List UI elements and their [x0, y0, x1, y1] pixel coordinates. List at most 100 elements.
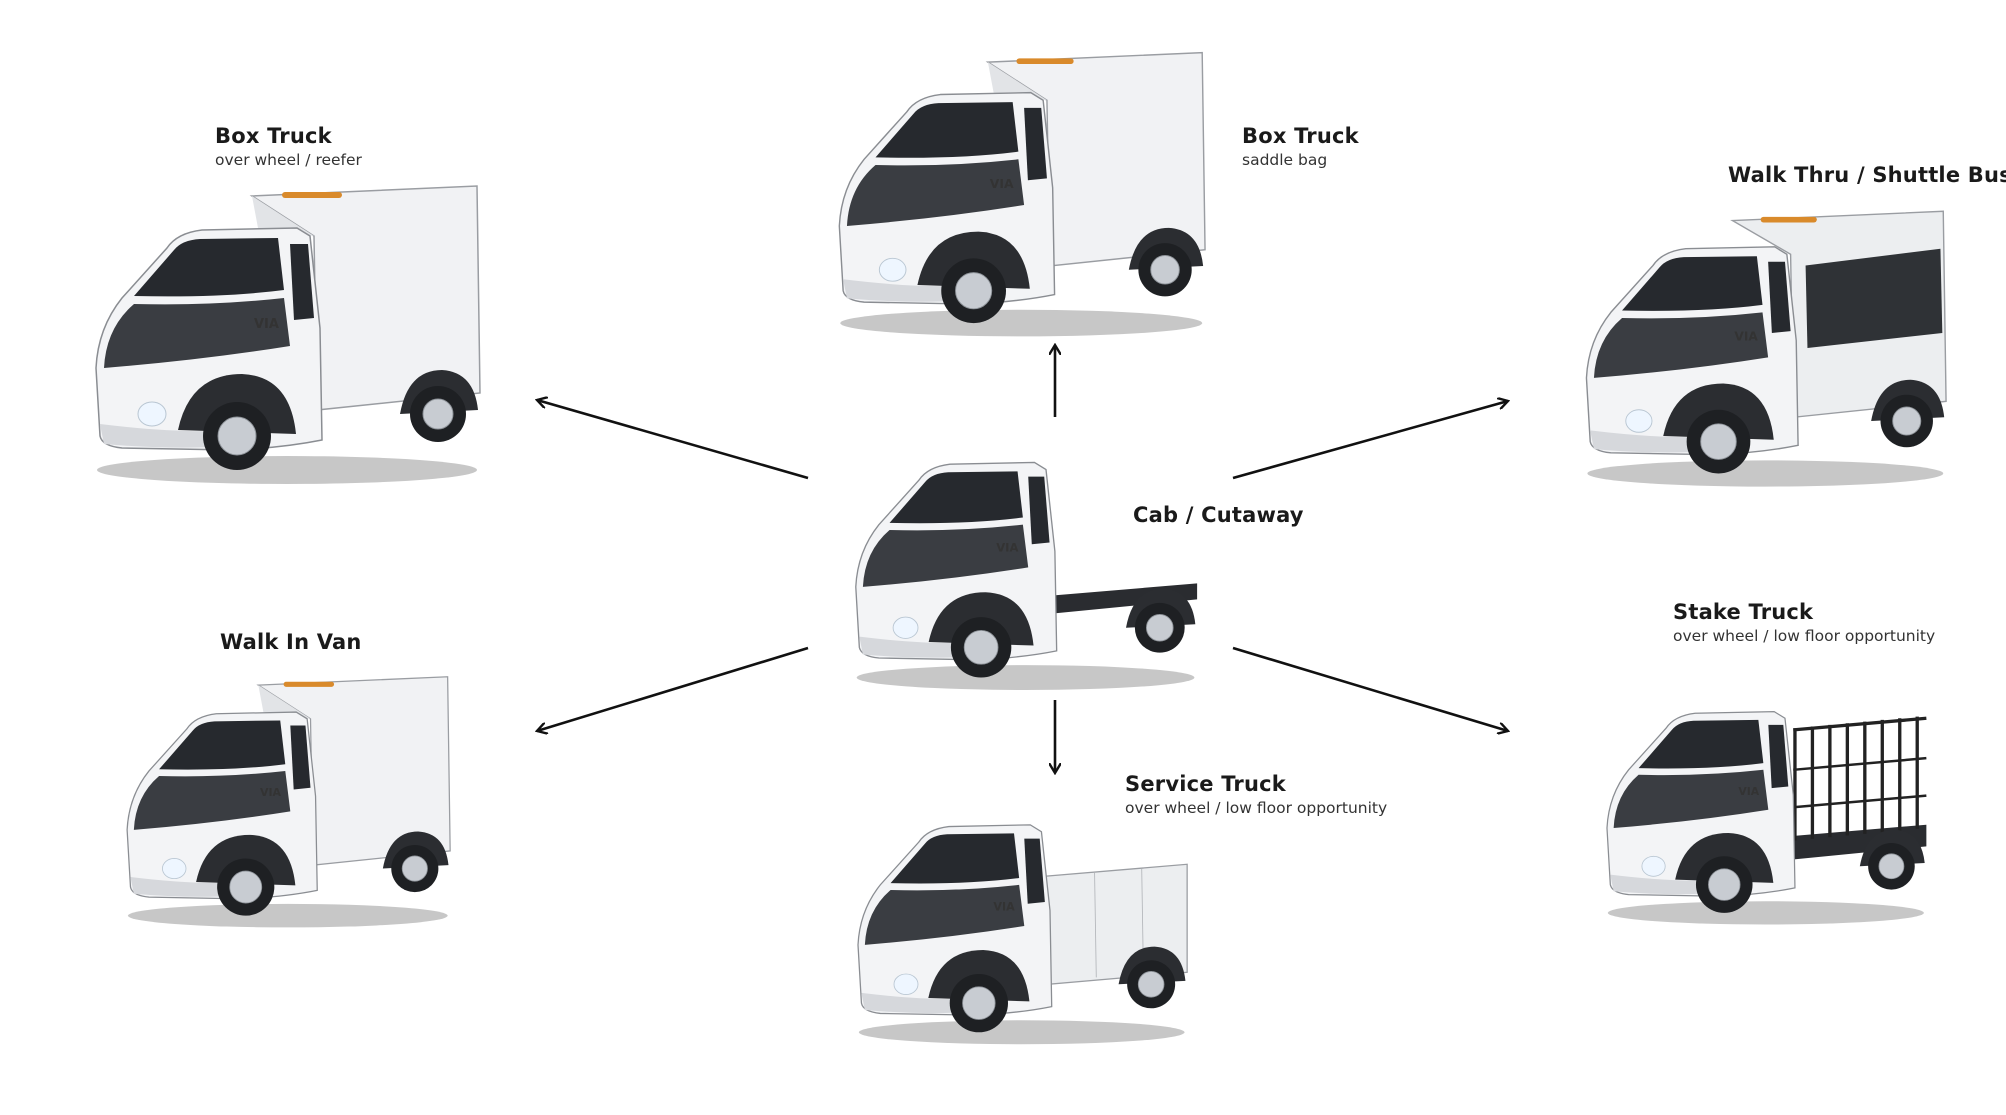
- box-side: [252, 196, 314, 236]
- label-title: Box Truck: [1242, 124, 1359, 148]
- vehicle-image-service: VIA: [857, 824, 1188, 1045]
- rear-hub: [1878, 853, 1905, 880]
- label-title: Walk In Van: [220, 630, 362, 654]
- vehicle-image-cab-cutaway: VIA: [855, 461, 1198, 690]
- front-bumper: [1610, 874, 1721, 895]
- side-window: [1024, 838, 1045, 904]
- stake-rail: [1793, 756, 1927, 772]
- front-bumper: [859, 636, 977, 658]
- front-hub: [1700, 423, 1737, 460]
- vehicle-image-walk-in-van: VIA: [126, 676, 451, 928]
- headlight: [893, 973, 919, 995]
- side-window: [290, 244, 314, 320]
- label-title: Box Truck: [215, 124, 332, 148]
- badge: VIA: [254, 317, 279, 332]
- label-box-saddle: Box Truck saddle bag: [1242, 124, 1359, 169]
- cargo-box: [249, 185, 481, 411]
- front-hub: [1708, 868, 1741, 901]
- label-title: Cab / Cutaway: [1133, 503, 1304, 527]
- front-hub: [955, 272, 993, 310]
- vehicle-image-stake: VIA: [1606, 710, 1927, 925]
- windshield: [134, 238, 284, 297]
- hood-panel: [104, 298, 290, 368]
- front-bumper: [100, 424, 232, 448]
- ground-shadow: [858, 1020, 1185, 1045]
- arrow-to-walk-thru: [1232, 401, 1508, 480]
- front-hub: [963, 629, 999, 665]
- badge: VIA: [990, 177, 1014, 191]
- windshield: [1622, 256, 1763, 311]
- label-title: Walk Thru / Shuttle Bus: [1728, 163, 2006, 187]
- stake-rail: [1793, 716, 1927, 732]
- shuttle-windows: [1805, 248, 1943, 348]
- front-bumper: [861, 992, 975, 1014]
- cargo-box: [985, 51, 1206, 267]
- label-cab-cutaway: Cab / Cutaway: [1133, 503, 1304, 527]
- side-window: [290, 725, 311, 790]
- front-bumper: [130, 876, 242, 897]
- box-side: [987, 62, 1047, 101]
- rear-hub: [1150, 255, 1180, 285]
- headlight: [878, 257, 907, 282]
- headlight: [892, 616, 919, 639]
- cargo-box: [256, 676, 451, 866]
- windshield: [159, 720, 286, 770]
- marker-lights: [1016, 58, 1074, 65]
- windshield: [875, 102, 1019, 158]
- marker-lights: [1760, 216, 1817, 223]
- ground-shadow: [127, 903, 448, 928]
- headlight: [162, 858, 187, 880]
- vehicle-image-box-saddle: VIA: [838, 51, 1206, 337]
- label-stake: Stake Truck over wheel / low floor oppor…: [1673, 600, 1935, 645]
- front-hub: [962, 986, 996, 1020]
- arrow-to-walk-in-van: [537, 646, 809, 731]
- ground-shadow: [1587, 460, 1944, 487]
- hood-panel: [864, 884, 1025, 945]
- ground-shadow: [856, 665, 1195, 690]
- hood-panel: [1613, 769, 1769, 829]
- label-subtitle: over wheel / low floor opportunity: [1125, 799, 1388, 817]
- ground-shadow: [97, 456, 477, 484]
- side-window: [1028, 476, 1050, 545]
- marker-lights: [283, 681, 335, 687]
- arrow-to-box-over-wheel: [537, 400, 809, 480]
- label-title: Stake Truck: [1673, 600, 1814, 624]
- side-window: [1024, 107, 1047, 181]
- badge: VIA: [260, 786, 282, 799]
- ground-shadow: [840, 309, 1203, 337]
- hood-panel: [1593, 312, 1769, 378]
- windshield: [889, 471, 1023, 524]
- hood-panel: [133, 770, 291, 830]
- front-hub: [229, 870, 263, 904]
- label-subtitle: over wheel / reefer: [215, 151, 362, 169]
- label-service: Service Truck over wheel / low floor opp…: [1125, 772, 1387, 817]
- badge: VIA: [996, 540, 1018, 554]
- side-window: [1768, 724, 1789, 789]
- front-bumper: [1590, 430, 1714, 453]
- label-walk-in-van: Walk In Van: [220, 630, 362, 654]
- headlight: [1625, 409, 1653, 433]
- badge: VIA: [1738, 785, 1759, 798]
- rear-hub: [1137, 970, 1165, 998]
- compartment-line: [1094, 872, 1097, 978]
- vehicle-image-box-over-wheel: VIA: [95, 185, 481, 484]
- rear-hub: [1892, 406, 1922, 436]
- label-subtitle: saddle bag: [1242, 151, 1328, 169]
- label-title: Service Truck: [1125, 772, 1286, 796]
- front-hub: [217, 416, 257, 456]
- headlight: [1641, 855, 1666, 877]
- front-bumper: [843, 279, 969, 302]
- hood-panel: [846, 159, 1025, 226]
- vehicle-image-walk-thru: VIA: [1585, 210, 1947, 487]
- windshield: [890, 833, 1020, 884]
- rear-hub: [401, 855, 428, 882]
- label-walk-thru: Walk Thru / Shuttle Bus: [1728, 163, 2006, 187]
- rear-hub: [1146, 614, 1174, 642]
- stake-rail: [1793, 794, 1927, 809]
- rear-hub: [422, 398, 454, 430]
- label-box-over-wheel: Box Truck over wheel / reefer: [215, 124, 362, 169]
- ground-shadow: [1607, 901, 1924, 925]
- badge: VIA: [1734, 329, 1758, 343]
